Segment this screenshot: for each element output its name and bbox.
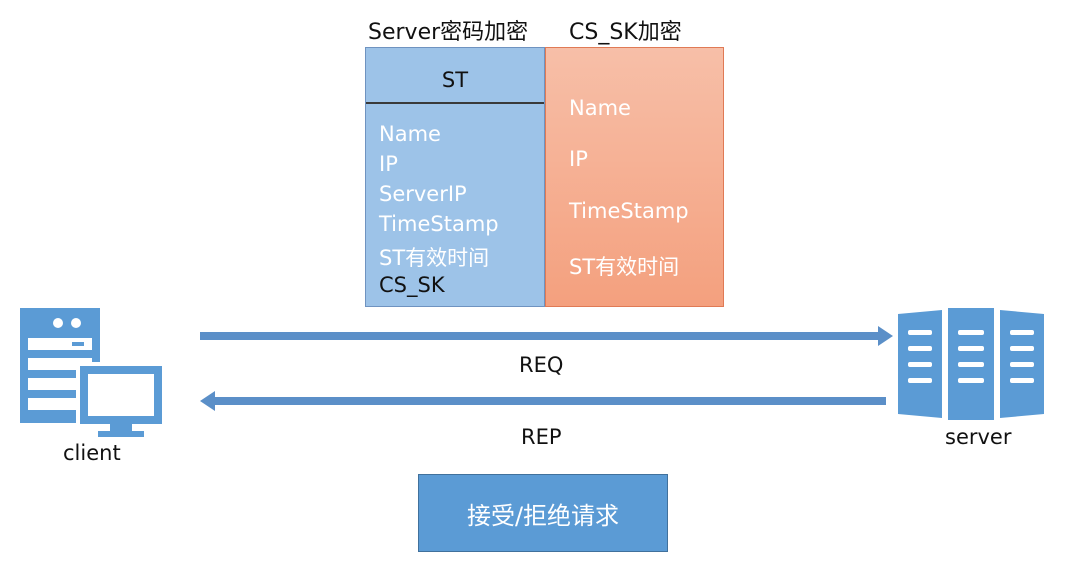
st-divider bbox=[366, 102, 544, 104]
st-title: ST bbox=[441, 68, 469, 92]
cs-sk-encryption-header: CS_SK加密 bbox=[569, 20, 682, 45]
st-field-ip: IP bbox=[379, 152, 398, 176]
req-label: REQ bbox=[519, 353, 564, 377]
st-field-serverip: ServerIP bbox=[379, 182, 467, 206]
cs-field-timestamp: TimeStamp bbox=[569, 199, 689, 223]
req-arrow bbox=[200, 326, 893, 346]
cs-field-name: Name bbox=[569, 96, 631, 120]
server-rack-icon bbox=[898, 308, 1044, 420]
st-field-cs-sk: CS_SK bbox=[379, 273, 445, 297]
cs-field-validity: ST有效时间 bbox=[569, 255, 680, 279]
server-encryption-header: Server密码加密 bbox=[368, 20, 529, 45]
accept-reject-request-label: 接受/拒绝请求 bbox=[466, 501, 620, 530]
client-label: client bbox=[63, 441, 121, 465]
st-field-name: Name bbox=[379, 122, 441, 146]
server-label: server bbox=[945, 425, 1012, 449]
cs-sk-box: Name IP TimeStamp ST有效时间 bbox=[545, 47, 724, 307]
st-field-timestamp: TimeStamp bbox=[379, 212, 499, 236]
accept-reject-request-box: 接受/拒绝请求 bbox=[418, 474, 668, 552]
st-field-validity: ST有效时间 bbox=[379, 246, 490, 270]
rep-label: REP bbox=[521, 425, 562, 449]
client-computer-icon bbox=[20, 308, 166, 437]
cs-field-ip: IP bbox=[569, 147, 588, 171]
st-box: ST Name IP ServerIP TimeStamp ST有效时间 CS_… bbox=[365, 47, 545, 307]
rep-arrow bbox=[200, 391, 886, 411]
